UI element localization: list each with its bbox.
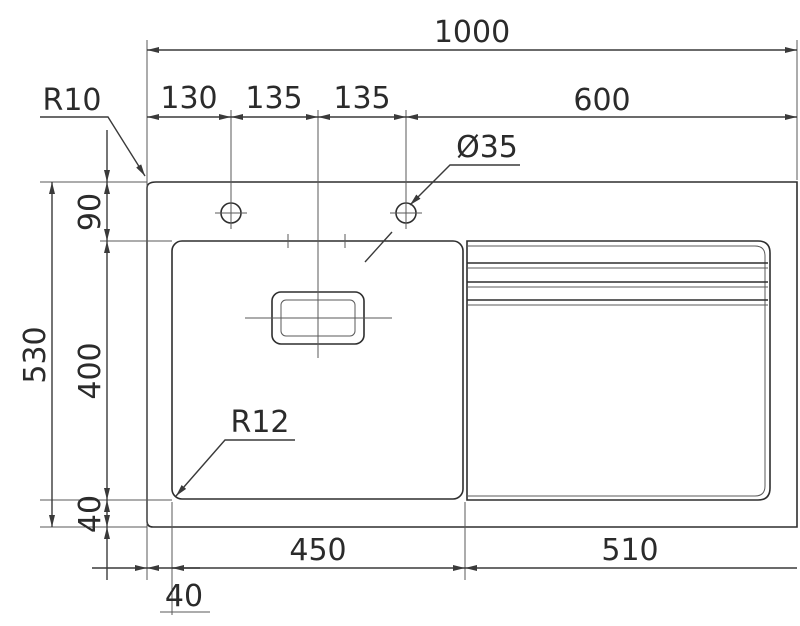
dim-bowl-depth: 400 — [73, 342, 108, 399]
dim-bowl-radius: R12 — [230, 405, 289, 440]
dim-drainer-length: 600 — [573, 83, 630, 118]
dim-bottom-margin: 40 — [73, 495, 108, 533]
dimension-lines — [40, 47, 797, 613]
dim-drainer-width: 510 — [601, 533, 658, 568]
dim-hole-diameter: Ø35 — [456, 130, 518, 165]
dim-bowl-width: 450 — [289, 533, 346, 568]
dim-hole-spacing-2: 135 — [333, 81, 390, 116]
extension-lines — [40, 40, 798, 615]
dimension-labels: 1000 130 135 135 600 R10 Ø35 R12 450 510… — [18, 15, 659, 614]
drainer-inner-outline — [467, 245, 766, 497]
dim-hole-spacing-1: 135 — [245, 81, 302, 116]
dim-overall-depth: 530 — [18, 326, 53, 383]
dim-overall-width: 1000 — [434, 15, 510, 50]
sink-body — [146, 181, 798, 528]
sink-outline — [146, 181, 798, 528]
dim-left-margin: 40 — [165, 579, 203, 614]
drainer-outline — [466, 240, 771, 501]
dim-bowl-offset: 130 — [160, 81, 217, 116]
dim-top-margin: 90 — [73, 193, 108, 231]
dim-corner-radius: R10 — [42, 83, 101, 118]
